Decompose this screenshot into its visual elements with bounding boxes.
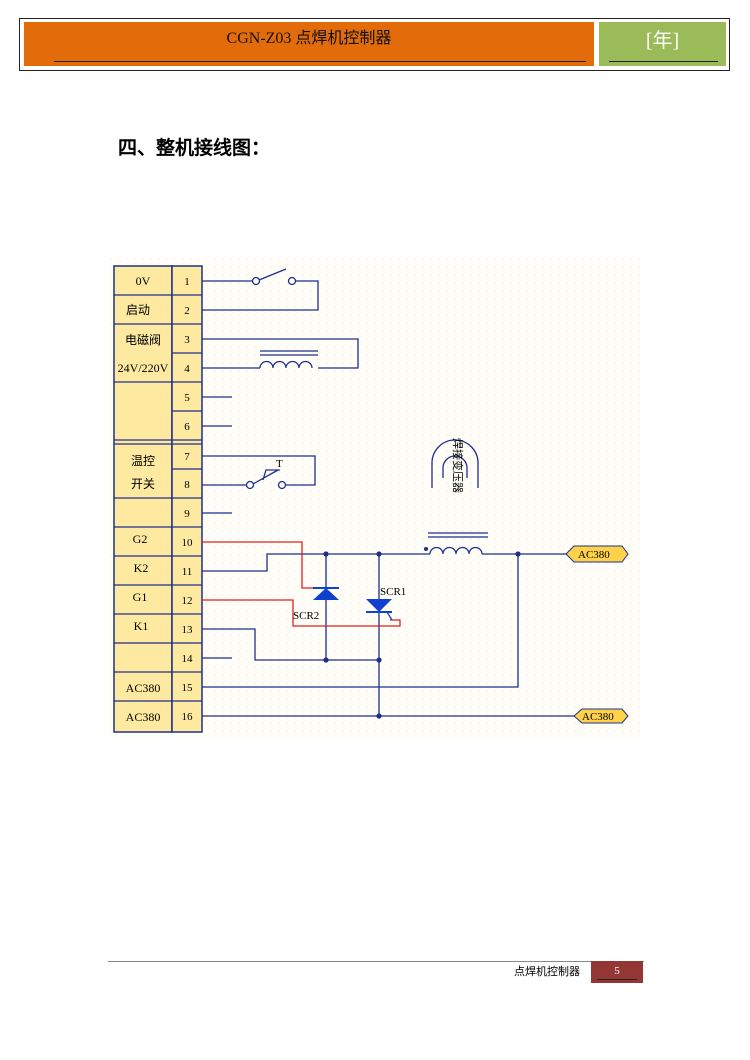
header-title: CGN-Z03 点焊机控制器 <box>226 30 392 47</box>
terminal-label-k2: K2 <box>134 561 149 575</box>
wiring-diagram: 0V 启动 电磁阀 24V/220V 温控 开关 G2 K2 G1 K1 AC3… <box>110 258 640 738</box>
welding-transformer <box>428 439 488 555</box>
scr2-thyristor <box>313 587 339 600</box>
junction-dots <box>323 551 521 719</box>
terminal-label-start: 启动 <box>126 303 150 317</box>
temperature-switch-label: T <box>276 458 283 470</box>
footer-text: 点焊机控制器 <box>514 965 580 978</box>
terminal-label-k1: K1 <box>134 619 149 633</box>
terminal-label-switch: 开关 <box>131 477 155 491</box>
terminal-number: 4 <box>184 363 190 375</box>
terminal-label-ac380-a: AC380 <box>126 681 161 695</box>
ac380-tag-top-label: AC380 <box>578 549 610 561</box>
page-number: 5 <box>614 965 620 977</box>
terminal-label-0v: 0V <box>136 274 151 288</box>
ac380-tag-bottom <box>573 708 629 724</box>
header-frame <box>19 18 730 71</box>
terminal-numbers: 1 2 3 4 5 6 7 8 9 10 11 12 13 14 15 16 <box>182 276 194 723</box>
terminal-number: 1 <box>184 276 190 288</box>
terminal-label-voltage: 24V/220V <box>118 361 169 375</box>
open-terminal-stubs <box>202 396 232 514</box>
terminal-label-g1: G1 <box>133 590 148 604</box>
scr2-label: SCR2 <box>293 610 319 622</box>
terminal-number: 15 <box>182 682 194 694</box>
terminal-number: 5 <box>184 392 190 404</box>
header-title-block: CGN-Z03 点焊机控制器 <box>24 22 594 66</box>
terminal-number-dividers <box>172 294 202 702</box>
power-wiring <box>202 553 574 717</box>
terminal-number: 7 <box>184 451 190 463</box>
terminal-number: 9 <box>184 508 190 520</box>
transformer-label: 焊接变压器 <box>451 438 465 493</box>
header-year-rule <box>609 61 718 62</box>
ac380-tag-bottom-label: AC380 <box>582 711 614 723</box>
ac380-tag-top <box>565 545 629 563</box>
terminal-number: 13 <box>182 624 194 636</box>
terminal-label-dividers <box>114 294 172 702</box>
terminal-block <box>113 265 203 733</box>
terminal-label-ac380-b: AC380 <box>126 710 161 724</box>
header-year-block: [年] <box>599 22 726 66</box>
terminal-number: 16 <box>182 711 194 723</box>
terminal-number: 11 <box>182 566 193 578</box>
scr1-thyristor <box>366 599 393 621</box>
terminal-label-solenoid: 电磁阀 <box>125 332 161 347</box>
terminal-number: 3 <box>184 334 190 346</box>
temperature-switch <box>202 455 316 490</box>
section-heading: 四、整机接线图： <box>118 137 271 159</box>
terminal-number: 6 <box>184 421 190 433</box>
footer-page-rule <box>597 979 637 980</box>
terminal-label-column <box>113 265 173 733</box>
footer-page-block: 5 <box>591 961 643 983</box>
transformer-polarity-dot <box>424 547 428 551</box>
terminal-number: 2 <box>184 305 190 317</box>
terminal-number: 8 <box>184 479 190 491</box>
scr1-label: SCR1 <box>380 586 406 598</box>
gate-wiring <box>202 541 401 627</box>
terminal-label-g2: G2 <box>133 532 148 546</box>
start-switch <box>202 268 319 311</box>
terminal-label-temp: 温控 <box>131 454 155 468</box>
header-year: [年] <box>645 30 680 52</box>
footer-rule <box>108 961 644 962</box>
wiring-diagram-svg: 0V 启动 电磁阀 24V/220V 温控 开关 G2 K2 G1 K1 AC3… <box>110 258 640 738</box>
terminal-number: 14 <box>182 653 194 665</box>
terminal-number-column <box>171 265 203 733</box>
terminal-number: 12 <box>182 595 193 607</box>
header-title-rule <box>54 61 586 62</box>
terminal-number: 10 <box>182 537 194 549</box>
solenoid-coil <box>202 338 359 369</box>
